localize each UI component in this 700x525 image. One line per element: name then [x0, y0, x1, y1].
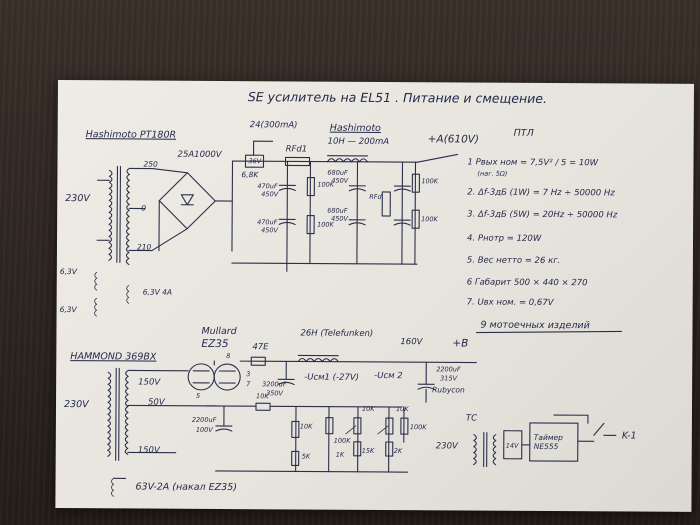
bottom-tap-150b: 150V	[137, 445, 160, 456]
bottom-transformer-brand: HAMMOND 369BX	[70, 351, 157, 363]
top-tap-210: 210	[136, 242, 152, 252]
top-filter-capacitors	[278, 160, 411, 265]
top-bridge-label: 25A1000V	[177, 149, 222, 161]
top-c3-value: 680uF	[327, 168, 348, 177]
top-r100-2: 100K	[317, 220, 334, 229]
sheet-title: SE усилитель на EL51 . Питание и смещени…	[247, 89, 548, 106]
timer-box-label: Таймер NE555	[533, 432, 563, 452]
timer-relay-block	[473, 414, 617, 468]
bottom-tap-150a: 150V	[138, 377, 161, 388]
top-c2-voltage: 450V	[261, 226, 278, 235]
bottom-r-100k-b: 100K	[409, 423, 427, 432]
top-c4-value: 680uF	[327, 206, 348, 215]
top-transformer-symbol	[94, 165, 154, 317]
bottom-rail-160: 160V	[400, 337, 423, 348]
top-zener-label: 24(300mA)	[249, 120, 298, 131]
spec-7: 7. Uвх ном. = 0,67V	[466, 297, 554, 309]
spec-3: 3. Δf-3дБ (5W) = 20Hz ÷ 50000 Hz	[467, 209, 618, 221]
top-r100-1: 100K	[317, 180, 335, 189]
spec-6: 6 Габарит 500 × 440 × 270	[466, 277, 588, 289]
bottom-r-2k: 2K	[393, 447, 403, 456]
tc-label: TC	[465, 413, 478, 424]
bottom-rail-b: +B	[452, 337, 469, 350]
top-tap-0: 0	[141, 203, 147, 213]
spec-2: 2. Δf-3дБ (1W) = 7 Hz ÷ 50000 Hz	[467, 187, 615, 199]
bottom-c-out-value: 2200uF	[436, 365, 461, 374]
top-bridge-rectifier	[151, 160, 234, 252]
top-c2-value: 470uF	[257, 218, 278, 227]
schematic-drawing	[94, 140, 623, 497]
bottom-r-1k: 1K	[335, 450, 345, 459]
bottom-r-47e: 47E	[252, 342, 269, 353]
top-bleeder-resistors	[306, 160, 420, 265]
top-r100-4: 100K	[421, 215, 438, 224]
top-rfd2: RFd	[369, 192, 382, 201]
bottom-neg-bias-2: -Ucм 2	[374, 370, 403, 382]
bottom-r-10k-d: 10K	[395, 405, 409, 414]
top-heater-c: 6,3V 4A	[142, 287, 173, 297]
top-main-rail	[231, 140, 459, 272]
bottom-r-15k: 15K	[361, 446, 375, 455]
top-heater-a: 6,3V	[59, 267, 77, 277]
relay-label: K-1	[621, 430, 637, 442]
top-heater-b: 6,3V	[59, 305, 77, 315]
bottom-pin-3: 3	[246, 370, 251, 379]
bottom-c-left-value: 2200uF	[191, 415, 217, 424]
bottom-c-out-voltage: 315V	[440, 374, 458, 383]
top-choke-brand: Hashimoto	[329, 122, 381, 134]
bottom-neg-bias-1: -Ucм1 (-27V)	[304, 372, 360, 383]
spec-4: 4. Pнoтр = 120W	[467, 233, 542, 244]
spec-1-load: (нaг. 5Ω)	[477, 169, 508, 178]
bottom-tube-brand: Mullard	[201, 325, 237, 338]
top-c1-value: 470uF	[257, 182, 278, 191]
tc-secondary: 14V	[505, 441, 519, 450]
bottom-rubycon: Rubycon	[432, 385, 465, 395]
bottom-pin-5: 5	[196, 391, 201, 400]
bottom-bias-network	[205, 402, 409, 473]
top-r-6k8: 6,8K	[241, 170, 259, 180]
top-tap-250: 250	[143, 159, 158, 169]
bottom-pin-8: 8	[226, 352, 231, 361]
bottom-r-10k-b: 10K	[299, 422, 313, 431]
bottom-c-mid-value: 3200uF	[262, 380, 287, 389]
bottom-heater-label: 63V-2A (накал EZ35)	[135, 481, 238, 494]
bottom-r-10k-c: 10K	[361, 404, 375, 413]
top-winding-primary: 230V	[65, 193, 90, 205]
top-r100-3: 100K	[421, 177, 439, 186]
bottom-winding-primary: 230V	[63, 399, 89, 411]
bottom-c-left-voltage: 100V	[195, 425, 213, 434]
corner-mark: ПТЛ	[513, 127, 534, 139]
top-choke-spec: 10H — 200mA	[327, 136, 390, 148]
bottom-pin-7: 7	[246, 380, 251, 389]
top-c1-voltage: 450V	[261, 190, 279, 199]
top-output-rail: +A(610V)	[427, 133, 480, 146]
top-transformer-brand: Hashimoto PT180R	[85, 129, 177, 141]
bottom-rectifier-tube	[187, 360, 241, 391]
top-zener-box: 36V	[248, 157, 262, 166]
spec-5: 5. Вес нетто = 26 кг.	[466, 255, 561, 267]
bottom-choke: 26H (Telefunken)	[300, 328, 374, 339]
bottom-transformer-symbol	[107, 367, 217, 497]
bottom-r-10k-a: 10K	[256, 392, 269, 401]
bottom-r-5k: 5K	[301, 452, 311, 461]
schematic-sheet: SE усилитель на EL51 . Питание и смещени…	[55, 80, 694, 512]
bottom-output-rail	[239, 354, 477, 403]
tc-primary: 230V	[435, 441, 458, 452]
bottom-tube-type: EZ35	[201, 337, 229, 351]
top-rfd1: RFd1	[285, 144, 308, 155]
note-text: 9 мотоечных изделий	[480, 319, 590, 332]
bottom-tap-50: 50V	[148, 397, 165, 408]
bottom-r-100k-a: 100K	[333, 436, 351, 445]
spec-1: 1 Pвых ном = 7,5V² / 5 = 10W	[467, 157, 599, 169]
note-underline	[475, 330, 623, 334]
